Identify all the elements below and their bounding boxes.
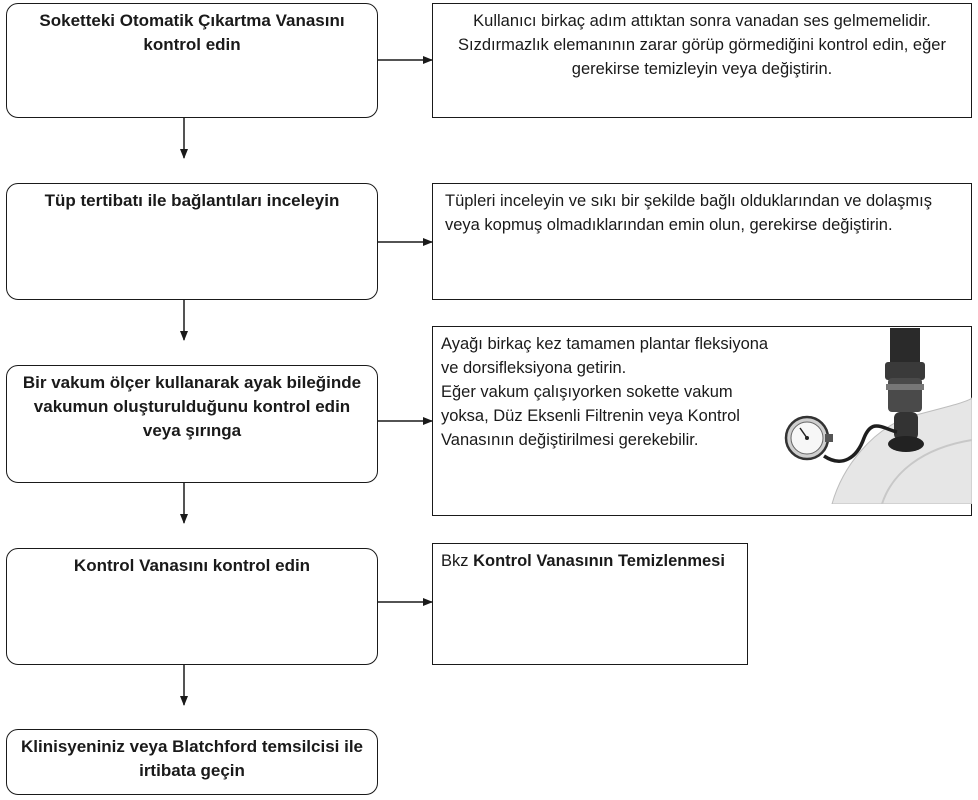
step-box-3: Bir vakum ölçer kullanarak ayak bileğind…: [6, 365, 378, 483]
note-3-line2: Eğer vakum çalışıyorken sokette vakum yo…: [441, 383, 740, 449]
note-3-line1: Ayağı birkaç kez tamamen plantar fleksiy…: [441, 335, 769, 377]
note-2-text: Tüpleri inceleyin ve sıkı bir şekilde ba…: [445, 192, 932, 234]
step-box-2: Tüp tertibatı ile bağlantıları inceleyin: [6, 183, 378, 300]
note-box-2: Tüpleri inceleyin ve sıkı bir şekilde ba…: [432, 183, 972, 300]
step-box-5: Klinisyeniniz veya Blatchford temsilcisi…: [6, 729, 378, 795]
step-box-1: Soketteki Otomatik Çıkartma Vanasını kon…: [6, 3, 378, 118]
step-box-4: Kontrol Vanasını kontrol edin: [6, 548, 378, 665]
vacuum-gauge-illustration: [784, 328, 972, 504]
step-1-text: Soketteki Otomatik Çıkartma Vanasını kon…: [39, 11, 345, 54]
note-4-bold-ref: Kontrol Vanasının Temizlenmesi: [473, 552, 725, 570]
note-1-text: Kullanıcı birkaç adım attıktan sonra van…: [458, 12, 946, 78]
step-3-text: Bir vakum ölçer kullanarak ayak bileğind…: [22, 373, 362, 440]
note-box-3: Ayağı birkaç kez tamamen plantar fleksiy…: [432, 326, 972, 516]
step-5-text: Klinisyeniniz veya Blatchford temsilcisi…: [20, 737, 363, 780]
note-box-4: Bkz Kontrol Vanasının Temizlenmesi: [432, 543, 748, 665]
note-4-prefix: Bkz: [441, 552, 474, 570]
step-2-text: Tüp tertibatı ile bağlantıları inceleyin: [44, 191, 340, 210]
note-box-1: Kullanıcı birkaç adım attıktan sonra van…: [432, 3, 972, 118]
step-4-text: Kontrol Vanasını kontrol edin: [73, 556, 311, 575]
